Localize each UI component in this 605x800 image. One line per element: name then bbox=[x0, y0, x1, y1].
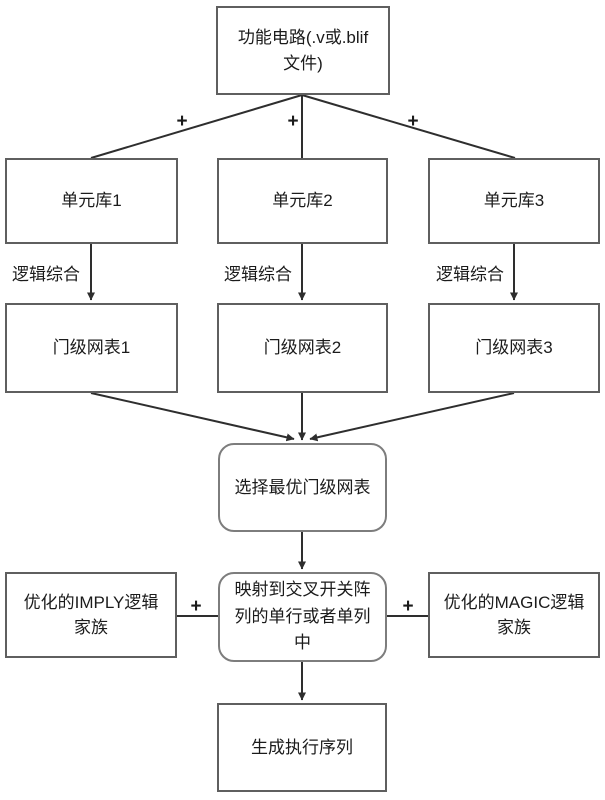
edge-label-plus-left: + bbox=[190, 596, 202, 617]
node-gate-netlist-2: 门级网表2 bbox=[217, 303, 388, 393]
edge-net1-to-select bbox=[90, 392, 295, 442]
node-cell-library-2: 单元库2 bbox=[217, 158, 388, 244]
edge-label-plus-right: + bbox=[402, 596, 414, 617]
node-gate-netlist-3-label: 门级网表3 bbox=[475, 338, 553, 358]
node-functional-circuit-label: 功能电路(.v或.blif 文件) bbox=[237, 28, 369, 73]
edge-func-to-lib1 bbox=[90, 94, 303, 159]
node-cell-library-2-label: 单元库2 bbox=[272, 191, 333, 211]
edge-func-to-lib3 bbox=[301, 94, 516, 159]
node-select-best-netlist: 选择最优门级网表 bbox=[218, 443, 387, 532]
node-functional-circuit: 功能电路(.v或.blif 文件) bbox=[216, 6, 390, 95]
node-map-to-crossbar: 映射到交叉开关阵列的单行或者单列中 bbox=[218, 572, 387, 662]
node-map-to-crossbar-label: 映射到交叉开关阵列的单行或者单列中 bbox=[234, 580, 371, 653]
node-imply-logic-family: 优化的IMPLY逻辑家族 bbox=[5, 572, 177, 658]
node-gate-netlist-1: 门级网表1 bbox=[5, 303, 178, 393]
edge-label-logic-synthesis-1: 逻辑综合 bbox=[12, 265, 80, 284]
node-generate-execution-sequence: 生成执行序列 bbox=[217, 703, 387, 792]
edge-label-logic-synthesis-2: 逻辑综合 bbox=[224, 265, 292, 284]
edge-label-plus-top-2: + bbox=[287, 111, 299, 132]
node-cell-library-3: 单元库3 bbox=[428, 158, 600, 244]
node-gate-netlist-3: 门级网表3 bbox=[428, 303, 600, 393]
node-cell-library-1: 单元库1 bbox=[5, 158, 178, 244]
node-generate-execution-sequence-label: 生成执行序列 bbox=[251, 737, 353, 757]
edge-label-logic-synthesis-3: 逻辑综合 bbox=[436, 265, 504, 284]
edge-label-plus-top-1: + bbox=[176, 111, 188, 132]
node-gate-netlist-2-label: 门级网表2 bbox=[263, 338, 342, 358]
node-cell-library-3-label: 单元库3 bbox=[483, 191, 545, 211]
edge-label-plus-top-3: + bbox=[407, 111, 419, 132]
edge-net3-to-select bbox=[309, 392, 515, 442]
node-cell-library-1-label: 单元库1 bbox=[61, 191, 122, 211]
node-imply-logic-family-label: 优化的IMPLY逻辑家族 bbox=[23, 592, 159, 638]
node-magic-logic-family: 优化的MAGIC逻辑家族 bbox=[428, 572, 600, 658]
node-magic-logic-family-label: 优化的MAGIC逻辑家族 bbox=[443, 592, 585, 638]
node-gate-netlist-1-label: 门级网表1 bbox=[52, 338, 131, 358]
node-select-best-netlist-label: 选择最优门级网表 bbox=[234, 477, 371, 497]
